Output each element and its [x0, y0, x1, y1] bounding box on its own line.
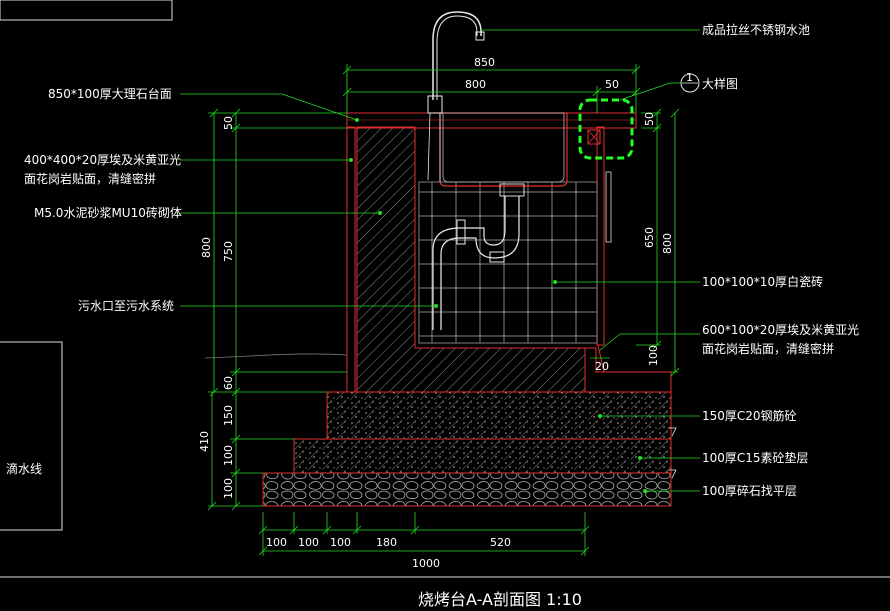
ground-line: [204, 353, 348, 359]
frame-box-left: [0, 341, 63, 531]
dim-850: 850: [474, 56, 495, 69]
dim-left-60: 60: [222, 376, 235, 390]
label-gravel: 100厚碎石找平层: [702, 483, 797, 498]
label-sink: 成品拉丝不锈钢水池: [702, 22, 810, 37]
label-countertop: 850*100厚大理石台面: [48, 86, 172, 101]
dim-right-100: 100: [647, 345, 660, 366]
detail-callout-box: [578, 98, 634, 160]
dim-bottom-1000: 1000: [412, 557, 440, 570]
marble-countertop: [346, 112, 637, 129]
dimensions-left: [207, 108, 347, 511]
dim-left-50: 50: [222, 116, 235, 130]
dim-top-50: 50: [605, 78, 619, 91]
dim-right-800: 800: [661, 233, 674, 254]
dim-left-150: 150: [222, 405, 235, 426]
dim-left-100a: 100: [222, 445, 235, 466]
dim-800: 800: [465, 78, 486, 91]
dimensions-top: [342, 64, 641, 113]
dim-bottom-180: 180: [376, 536, 397, 549]
sink-drain: [499, 183, 525, 197]
label-sewage: 污水口至污水系统: [78, 299, 174, 313]
label-rc-slab: 150厚C20钢筋砼: [702, 408, 797, 423]
label-plain-concrete: 100厚C15素砼垫层: [702, 450, 809, 465]
rc-slab-layer: [326, 391, 672, 440]
dim-right-20: 20: [595, 360, 609, 373]
drawing-title: 烧烤台A-A剖面图 1:10: [418, 590, 582, 609]
label-granite2-line2: 面花岗岩贴面，清缝密拼: [702, 341, 834, 356]
plain-concrete-layer: [293, 438, 672, 474]
faucet: [432, 11, 482, 100]
dim-bottom-100c: 100: [330, 536, 351, 549]
detail-ref-label: 大样图: [702, 76, 738, 91]
granite-cladding-left: [346, 126, 356, 393]
dimensions-right: [590, 108, 680, 377]
detail-ref-number: 1: [686, 71, 693, 84]
dimensions-bottom: [258, 512, 590, 556]
dim-bottom-520: 520: [490, 536, 511, 549]
dim-bottom-100b: 100: [298, 536, 319, 549]
label-granite-line1: 400*400*20厚埃及米黄亚光: [24, 153, 181, 167]
dim-bottom-100a: 100: [266, 536, 287, 549]
label-granite2-line1: 600*100*20厚埃及米黄亚光: [702, 323, 859, 337]
gravel-layer: [262, 472, 672, 507]
dim-left-800: 800: [200, 237, 213, 258]
drain-pipe: [432, 196, 520, 330]
frame-box-topleft: [0, 0, 173, 21]
label-masonry: M5.0水泥砂浆MU10砖砌体: [34, 205, 182, 220]
tile-backing: [418, 181, 598, 344]
sink-basin: [434, 112, 568, 187]
dim-right-650: 650: [643, 227, 656, 248]
drip-line-label: 滴水线: [6, 461, 42, 476]
granite-cladding-right: [596, 126, 605, 346]
label-tile: 100*100*10厚白瓷砖: [702, 274, 823, 289]
dim-left-410: 410: [198, 431, 211, 452]
dim-right-50: 50: [643, 112, 656, 126]
dim-left-750: 750: [222, 241, 235, 262]
leader-lines: [180, 29, 700, 492]
label-granite-line2: 面花岗岩贴面，清缝密拼: [24, 171, 156, 186]
dim-left-100b: 100: [222, 478, 235, 499]
